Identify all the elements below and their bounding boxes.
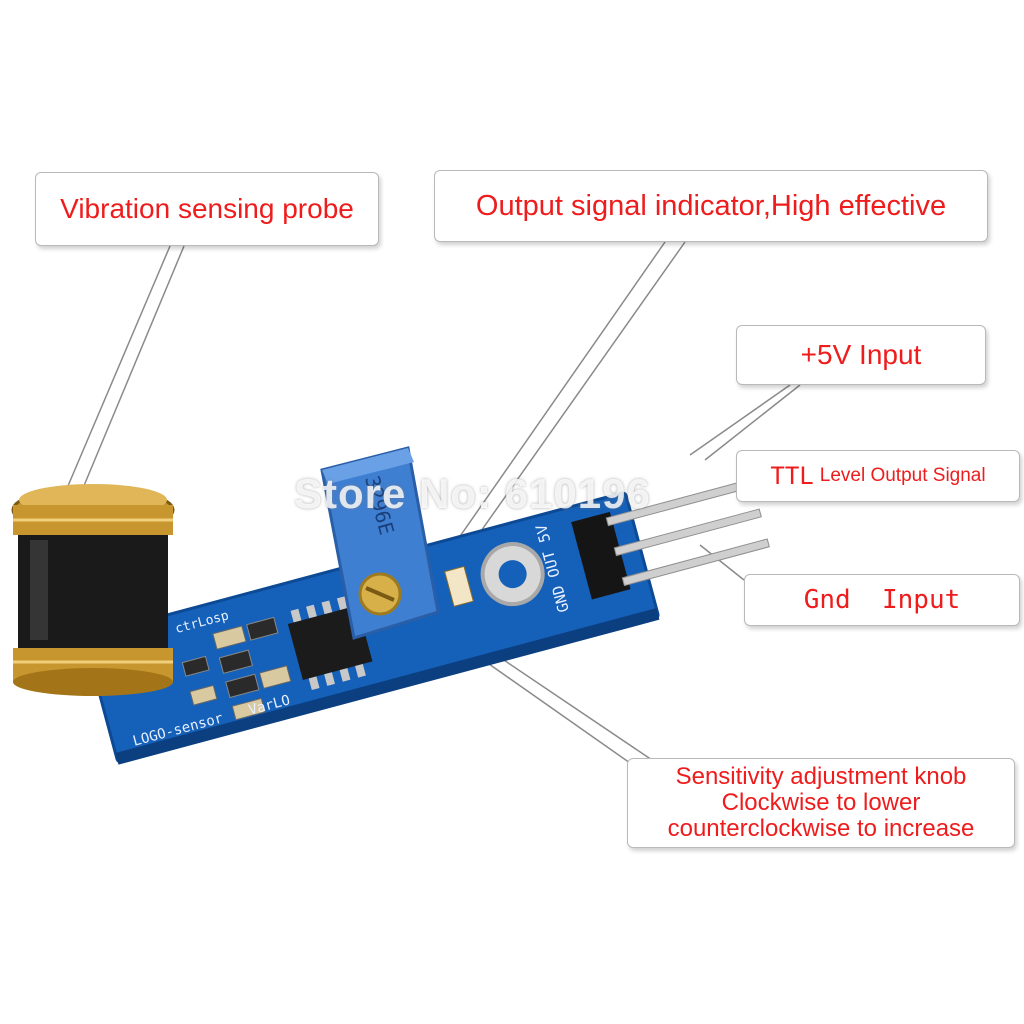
leader-line-probe-2 (77, 245, 185, 501)
store-watermark: Store No: 610196 (294, 470, 651, 517)
potentiometer-top (322, 448, 414, 484)
leader-line-indicator (439, 241, 666, 566)
callout-vibration-probe: Vibration sensing probe (35, 172, 379, 246)
leader-line-probe (61, 245, 171, 501)
callout-output-indicator: Output signal indicator,High effective (434, 170, 988, 242)
probe-body (18, 520, 168, 670)
callout-5v-input: +5V Input (736, 325, 986, 385)
mounting-hole-center (498, 560, 527, 589)
callout-ttl-output: TTL Level Output Signal (736, 450, 1020, 502)
led-indicator (444, 565, 474, 607)
leader-line-indicator-2 (449, 241, 686, 576)
callout-gnd-input: Gnd Input (744, 574, 1020, 626)
potentiometer: 3296E (320, 446, 440, 640)
callout-5v-text: +5V Input (800, 339, 922, 370)
leader-line-5v-2 (704, 384, 801, 461)
knob-slot (365, 586, 395, 602)
leader-line-5v (689, 384, 791, 456)
callout-sensitivity-knob: Sensitivity adjustment knob Clockwise to… (627, 758, 1015, 848)
callout-probe-text: Vibration sensing probe (60, 193, 354, 224)
callout-ttl-text: Level Output Signal (819, 465, 986, 486)
callout-knob-line2: Clockwise to lower (721, 789, 921, 816)
callout-ttl-prefix: TTL (770, 462, 814, 490)
callout-indicator-text: Output signal indicator,High effective (475, 189, 947, 222)
vibration-probe (11, 484, 175, 696)
ic-pins (290, 596, 366, 691)
smd-components (181, 616, 292, 721)
header-pins (605, 478, 770, 587)
pin-header (571, 511, 631, 600)
callout-gnd-text: Gnd Input (803, 585, 961, 615)
probe-bottom-edge (13, 668, 173, 696)
callout-knob-line1: Sensitivity adjustment knob (675, 763, 967, 790)
leader-line-gnd (699, 544, 745, 581)
pcb-edge (115, 608, 660, 765)
callout-knob-line3: counterclockwise to increase (667, 815, 975, 842)
